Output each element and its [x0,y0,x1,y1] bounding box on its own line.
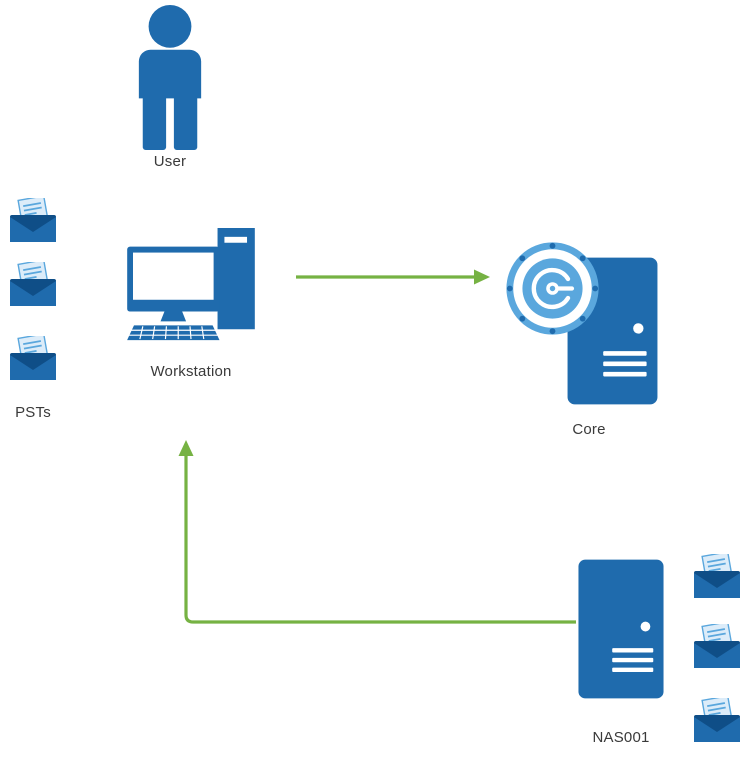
open-envelope-icon [692,554,741,600]
server-tower-icon [577,558,665,700]
open-envelope-icon [8,198,58,244]
port-emblem-icon [506,242,599,335]
open-envelope-icon [692,698,741,744]
node-user: User [128,4,212,170]
open-envelope-icon [8,336,58,382]
person-icon [128,4,212,150]
node-label: User [153,153,187,170]
arrow-workstation-to-core [296,269,490,285]
open-envelope-icon [692,624,741,670]
node-label-nas001: NAS001 [592,729,650,746]
node-label-core: Core [572,421,606,438]
node-workstation: Workstation [126,228,256,380]
node-label-psts: PSTs [15,404,51,421]
node-label: Workstation [150,363,232,380]
desktop-computer-icon [126,228,256,344]
open-envelope-icon [8,262,58,308]
arrow-nas-to-workstation [178,440,576,624]
